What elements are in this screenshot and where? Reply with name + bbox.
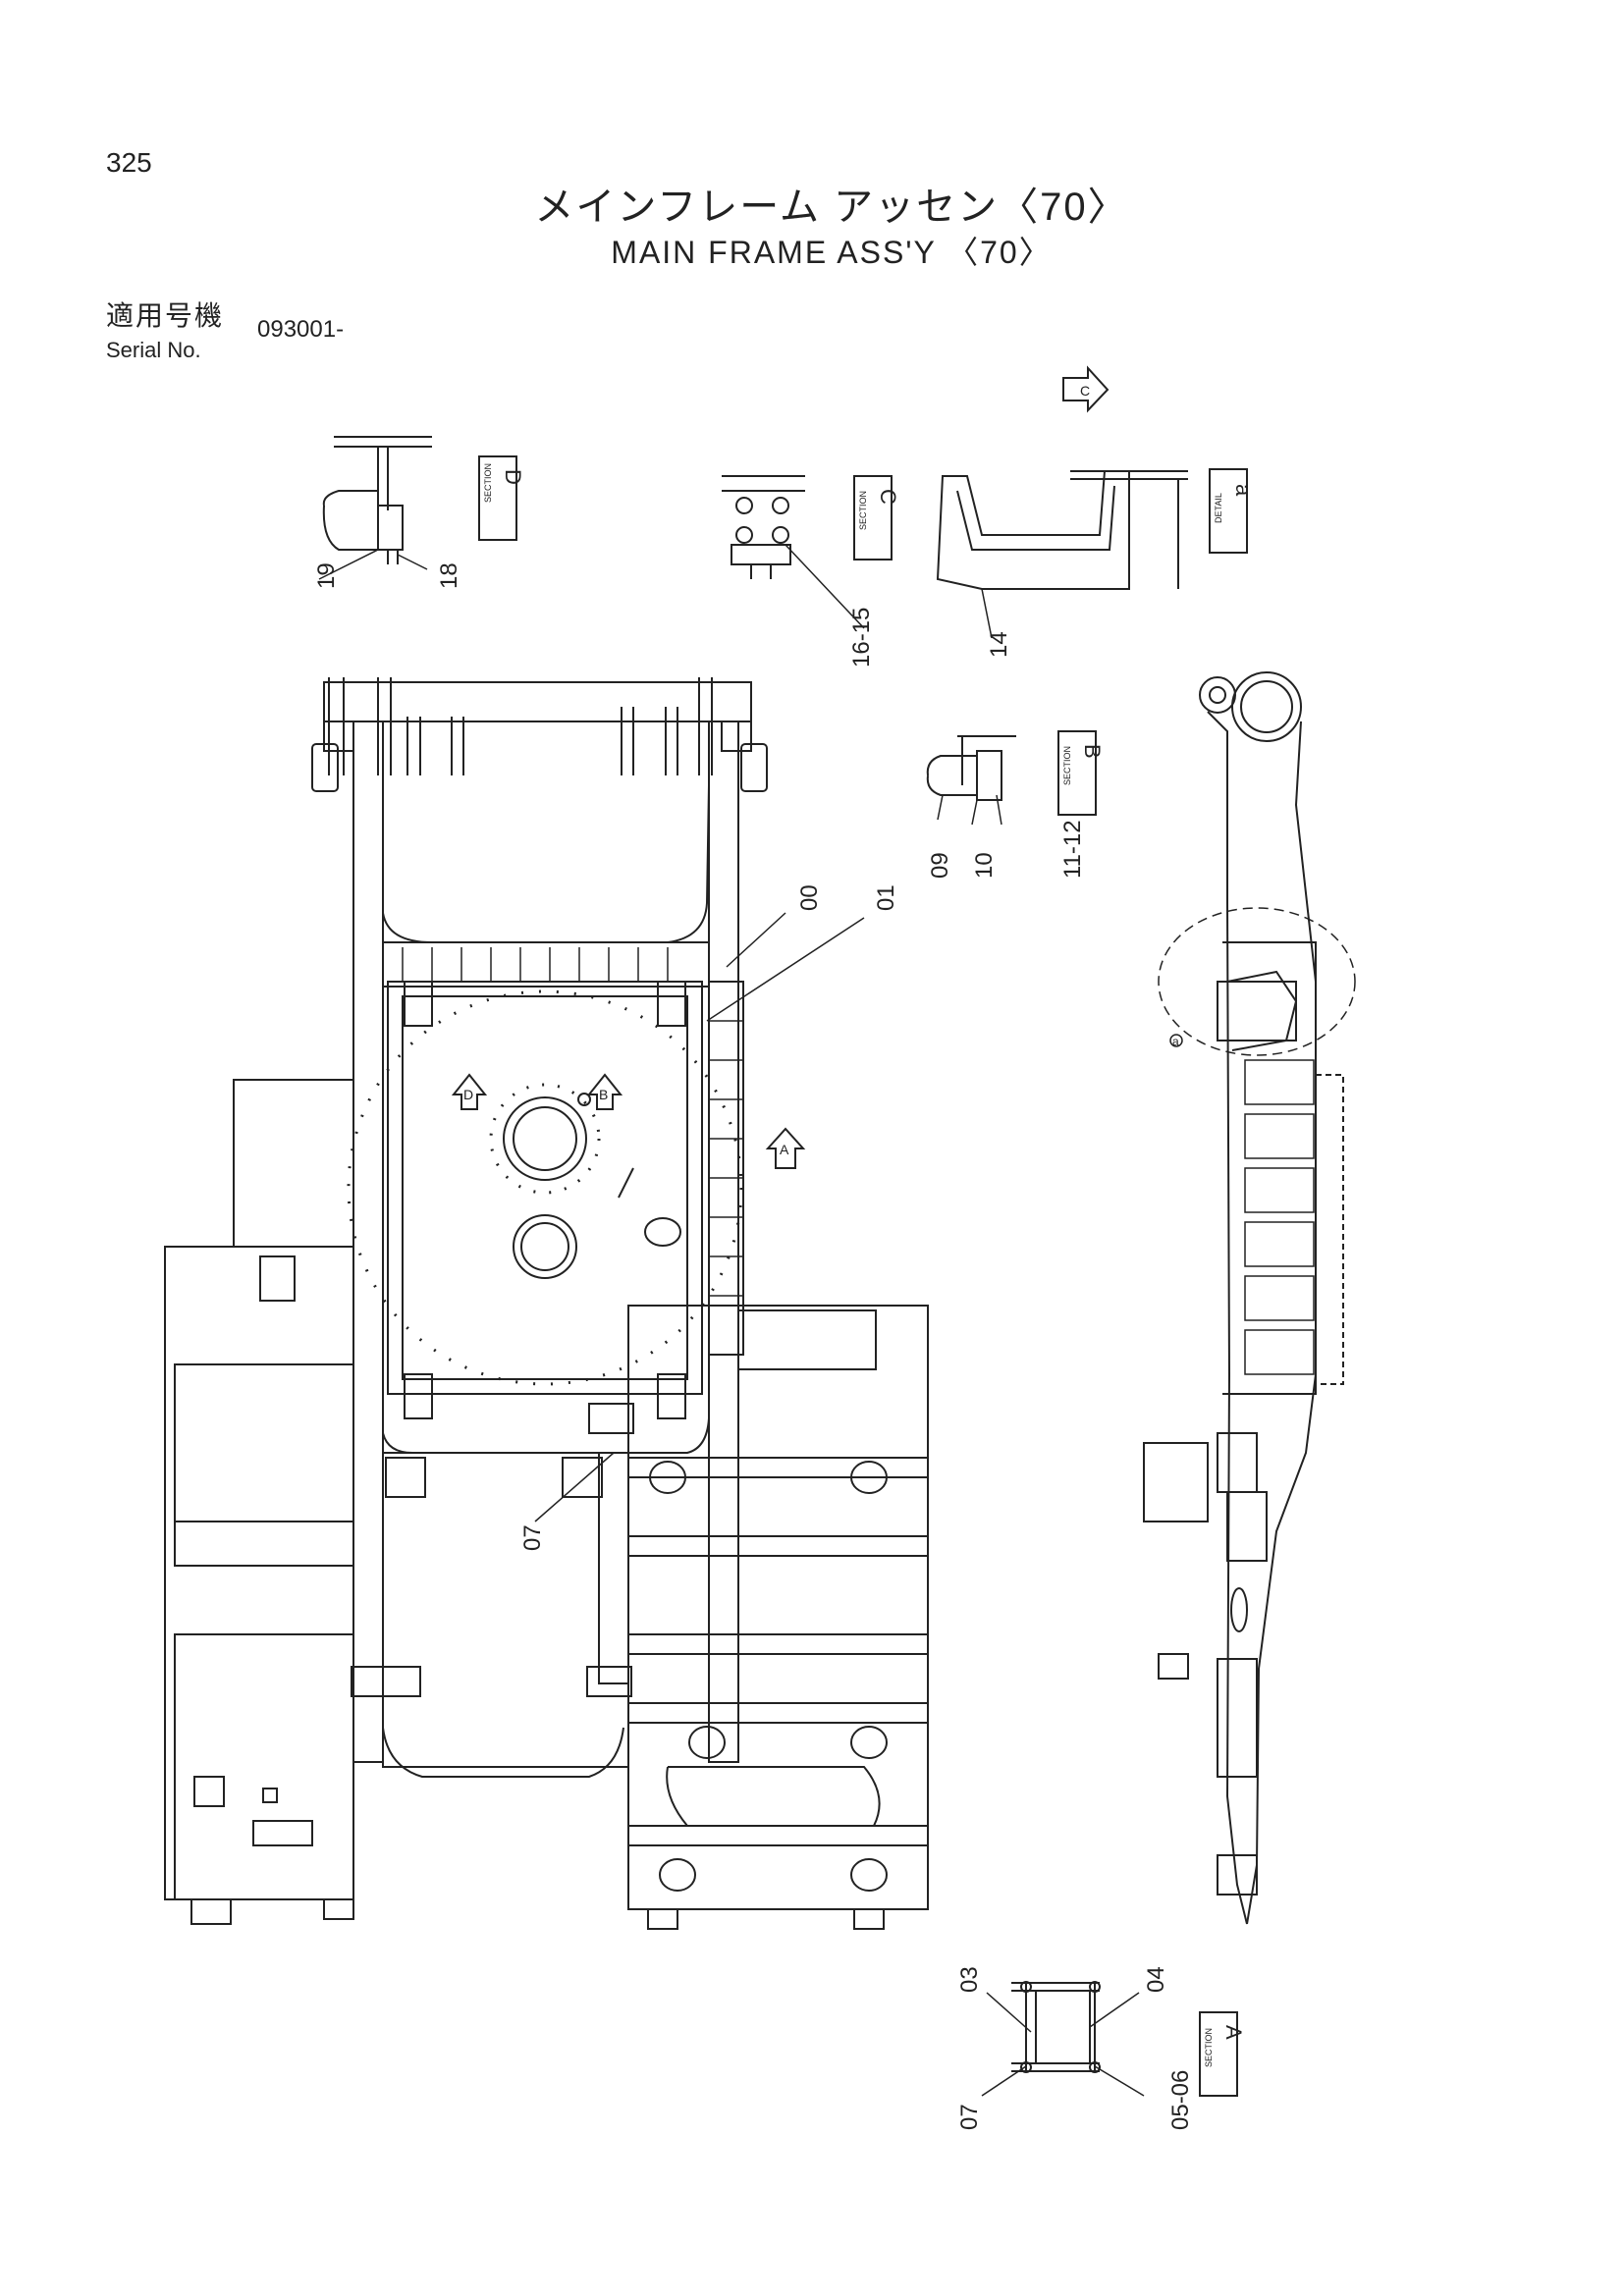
section-arrow-c: C <box>1062 365 1110 413</box>
section-arrow-a: A <box>765 1127 806 1169</box>
svg-text:a: a <box>1231 484 1256 497</box>
callout-19: 19 <box>313 562 340 589</box>
svg-text:A: A <box>780 1142 789 1157</box>
svg-text:B: B <box>1080 744 1105 759</box>
svg-text:D: D <box>501 469 525 485</box>
svg-text:SECTION: SECTION <box>1204 2028 1214 2067</box>
callout-11-12: 11-12 <box>1059 820 1086 879</box>
leader-07 <box>534 1452 615 1522</box>
section-arrow-b: B <box>586 1073 623 1110</box>
tag-section-d: D SECTION <box>478 455 525 541</box>
section-d-view <box>318 436 432 580</box>
section-b-view <box>926 735 1016 826</box>
callout-10: 10 <box>971 852 998 879</box>
svg-text:D: D <box>463 1087 473 1102</box>
svg-text:DETAIL: DETAIL <box>1214 493 1223 523</box>
page-number: 325 <box>106 147 152 178</box>
section-c-view <box>722 475 865 629</box>
leader-00 <box>726 912 786 968</box>
callout-00: 00 <box>796 884 823 911</box>
serial-number-value: 093001- <box>257 316 345 343</box>
callout-07-plan: 07 <box>519 1524 546 1551</box>
svg-text:C: C <box>1080 383 1090 399</box>
section-a-view <box>981 1981 1145 2097</box>
section-arrow-d: D <box>451 1073 488 1110</box>
serial-label-english: Serial No. <box>106 338 201 362</box>
svg-text:B: B <box>599 1087 608 1102</box>
tag-section-c: C SECTION <box>853 475 900 561</box>
detail-a-view <box>936 470 1188 639</box>
svg-text:SECTION: SECTION <box>858 491 868 530</box>
svg-text:A: A <box>1221 2025 1246 2040</box>
callout-14: 14 <box>986 631 1012 658</box>
tag-section-b: B SECTION <box>1057 730 1105 816</box>
serial-label-japanese: 適用号機 <box>106 300 225 331</box>
svg-text:C: C <box>876 489 900 505</box>
callout-03: 03 <box>956 1966 983 1993</box>
callout-07-section-a: 07 <box>956 2104 983 2130</box>
callout-18: 18 <box>436 562 462 589</box>
callout-04: 04 <box>1143 1966 1169 1993</box>
title-english: MAIN FRAME ASS'Y 〈70〉 <box>611 235 1053 270</box>
callout-01: 01 <box>873 884 899 911</box>
main-frame-plan-view <box>164 677 929 1930</box>
callout-05-06: 05-06 <box>1167 2070 1194 2130</box>
title-japanese: メインフレーム アッセン〈70〉 <box>534 186 1129 229</box>
detail-mark-label: a <box>1172 1035 1179 1048</box>
svg-text:SECTION: SECTION <box>483 463 493 503</box>
main-frame-side-view <box>1143 671 1356 1925</box>
callout-16-15: 16-15 <box>848 608 875 667</box>
tag-section-a: A SECTION <box>1199 2011 1246 2097</box>
svg-text:SECTION: SECTION <box>1062 746 1072 785</box>
leader-01 <box>706 917 865 1022</box>
callout-09: 09 <box>927 852 953 879</box>
tag-detail-a: a DETAIL <box>1209 468 1256 554</box>
